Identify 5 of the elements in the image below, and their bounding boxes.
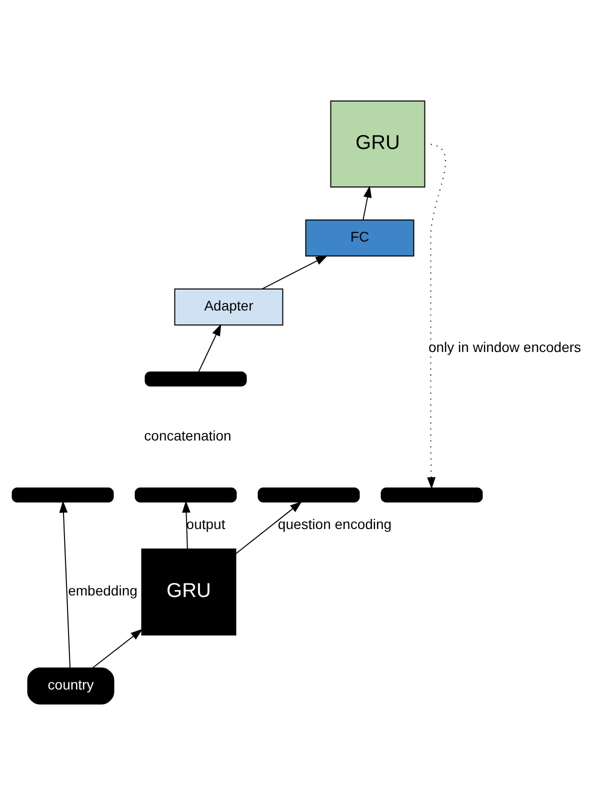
edge-label: question encoding bbox=[278, 516, 392, 532]
label: concatenation bbox=[144, 427, 232, 444]
edge-label: embedding bbox=[68, 582, 138, 598]
edge-label: only in window encoders bbox=[428, 338, 582, 355]
edge-label: output bbox=[186, 516, 226, 532]
